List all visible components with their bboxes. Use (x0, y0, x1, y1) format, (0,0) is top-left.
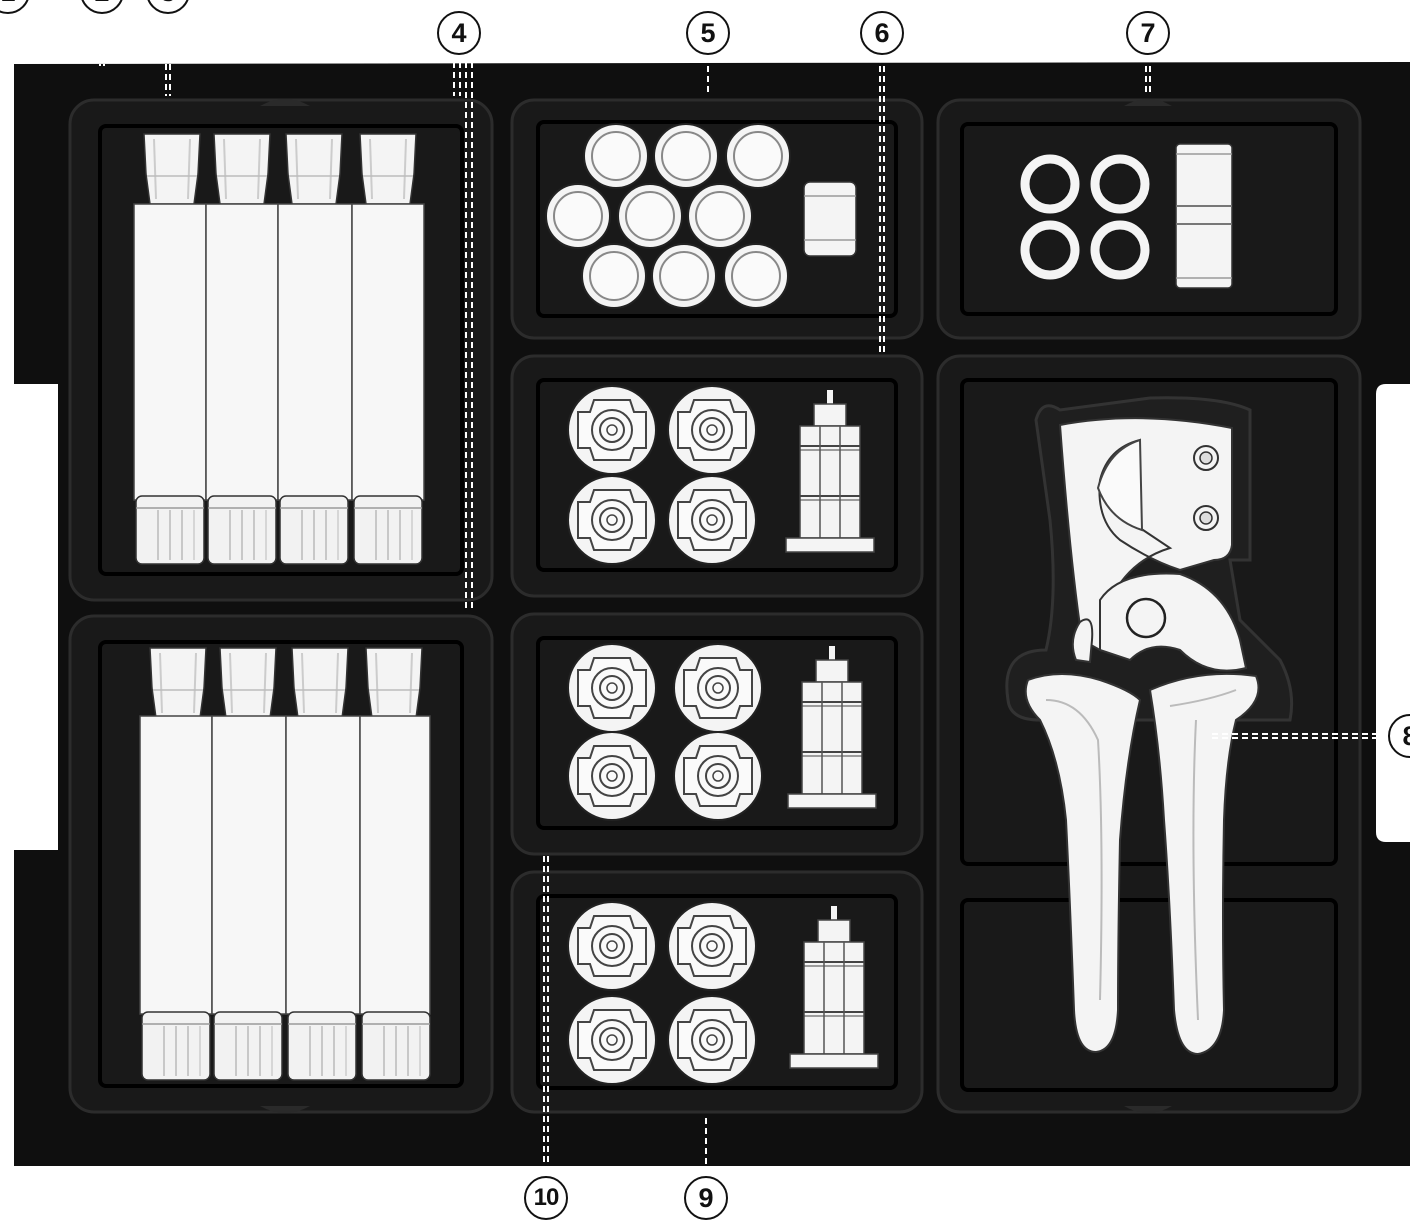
callout-10: 10 (524, 1176, 568, 1220)
tray-notch-right (1376, 384, 1410, 842)
callout-5: 5 (686, 11, 730, 55)
callout-9: 9 (684, 1176, 728, 1220)
fittings-set-10 (568, 644, 876, 820)
callout-4: 4 (437, 11, 481, 55)
callout-6: 6 (860, 11, 904, 55)
callout-7: 7 (1126, 11, 1170, 55)
